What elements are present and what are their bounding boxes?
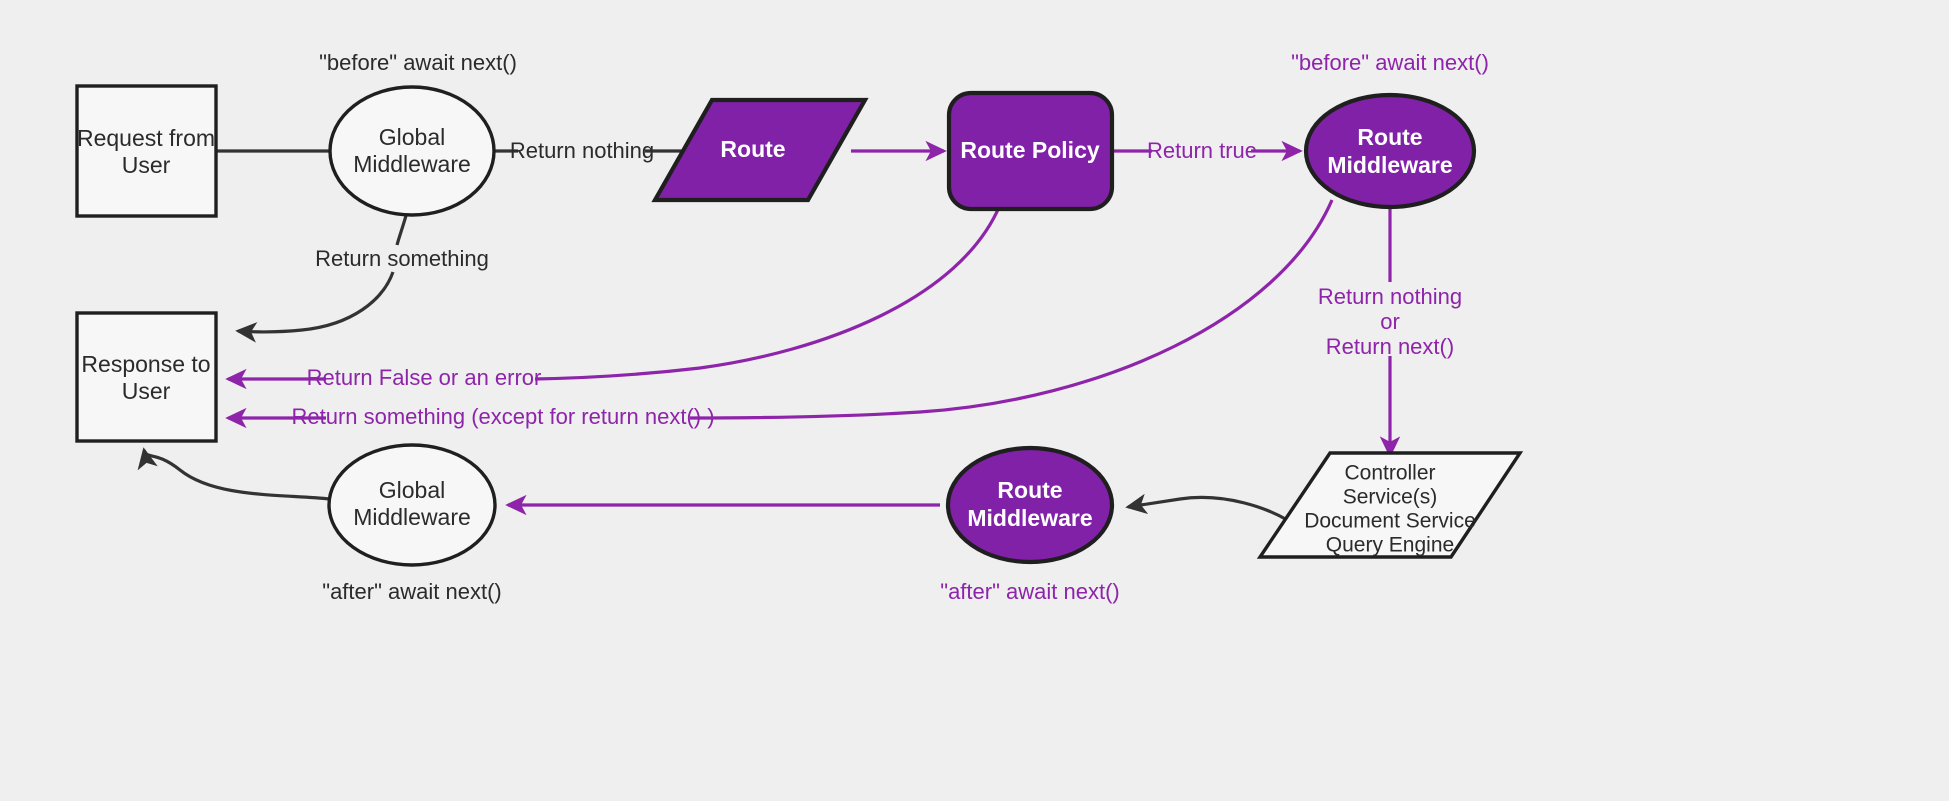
- node-shape-ellipse[interactable]: [1303, 92, 1477, 210]
- node-global-middleware-top[interactable]: Global Middleware: [328, 85, 496, 217]
- edge-curve: [137, 447, 331, 501]
- node-label-line-1: Global: [379, 124, 445, 150]
- edge-label-return-nothing: Return nothing: [1318, 284, 1462, 309]
- node-controller-services[interactable]: Controller Service(s) Document Service Q…: [1256, 451, 1524, 559]
- node-route-middleware-bottom[interactable]: Route Middleware: [945, 445, 1115, 565]
- node-route-policy[interactable]: Route Policy: [946, 90, 1115, 212]
- edge-label-return-something: Return something: [315, 246, 489, 271]
- node-label-line-2: User: [122, 152, 171, 178]
- node-label-line-1: Route: [997, 477, 1062, 503]
- node-shape-ellipse[interactable]: [945, 445, 1115, 565]
- edge-label-return-something-except-next: Return something (except for return next…: [291, 404, 714, 429]
- node-shape-ellipse[interactable]: [327, 443, 497, 567]
- edge-global-middleware-to-response: Return something: [235, 204, 489, 343]
- annotation-before-await-next-global: "before" await next(): [319, 50, 517, 75]
- edge-label-return-true: Return true: [1147, 138, 1257, 163]
- edge-curve-right: [534, 204, 1002, 381]
- node-label-line-1: Global: [379, 477, 445, 503]
- node-global-middleware-bottom[interactable]: Global Middleware: [327, 443, 497, 567]
- node-shape-rectangle[interactable]: [75, 311, 218, 443]
- edge-label-return-next: Return next(): [1326, 334, 1454, 359]
- node-route[interactable]: Route: [651, 97, 869, 203]
- edge-curve-right: [689, 199, 1334, 420]
- annotation-after-await-next-route: "after" await next(): [940, 579, 1119, 604]
- edge-global-middleware-bottom-to-response: [137, 447, 331, 501]
- node-route-middleware-top[interactable]: Route Middleware: [1303, 92, 1477, 210]
- edge-route-middleware-to-controller: Return nothing or Return next(): [1318, 204, 1462, 458]
- edge-route-policy-to-route-middleware: Return true: [1112, 138, 1303, 163]
- node-label-line-4: Query Engine: [1326, 534, 1454, 557]
- edge-curve-lower: [235, 271, 395, 343]
- node-label-line-1: Route: [1357, 124, 1422, 150]
- node-label-line-2: Middleware: [967, 505, 1092, 531]
- edge-curve: [1125, 493, 1303, 532]
- node-label-line-2: Service(s): [1343, 486, 1438, 509]
- node-shape-parallelogram[interactable]: [651, 97, 869, 203]
- node-shape-parallelogram[interactable]: [1256, 451, 1524, 559]
- node-shape-rectangle[interactable]: [75, 84, 218, 218]
- edge-label-return-false-or-error: Return False or an error: [307, 365, 542, 390]
- node-label: Route Policy: [960, 137, 1100, 163]
- node-label-line-1: Controller: [1344, 462, 1435, 485]
- edge-global-middleware-to-route: Return nothing: [494, 138, 721, 163]
- edge-route-middleware-to-response: Return something (except for return next…: [225, 199, 1334, 429]
- node-request-from-user[interactable]: Request from User: [75, 84, 218, 218]
- node-label-line-2: Middleware: [1327, 152, 1452, 178]
- node-label-line-2: Middleware: [353, 504, 471, 530]
- node-label-line-3: Document Service: [1304, 510, 1476, 533]
- edge-label-or: or: [1380, 309, 1400, 334]
- node-label-line-1: Response to: [81, 351, 210, 377]
- node-label: Route: [720, 136, 785, 162]
- node-label-line-2: User: [122, 378, 171, 404]
- node-label-line-2: Middleware: [353, 151, 471, 177]
- node-response-to-user[interactable]: Response to User: [75, 311, 218, 443]
- annotation-before-await-next-route: "before" await next(): [1291, 50, 1489, 75]
- edge-label-return-nothing: Return nothing: [510, 138, 654, 163]
- node-label-line-1: Request from: [77, 125, 215, 151]
- edge-route-policy-to-response: Return False or an error: [225, 204, 1002, 390]
- node-shape-ellipse[interactable]: [328, 85, 496, 217]
- edge-controller-to-route-middleware-bottom: [1125, 493, 1303, 532]
- node-shape-rounded-rect[interactable]: [946, 90, 1115, 212]
- annotation-after-await-next-global: "after" await next(): [322, 579, 501, 604]
